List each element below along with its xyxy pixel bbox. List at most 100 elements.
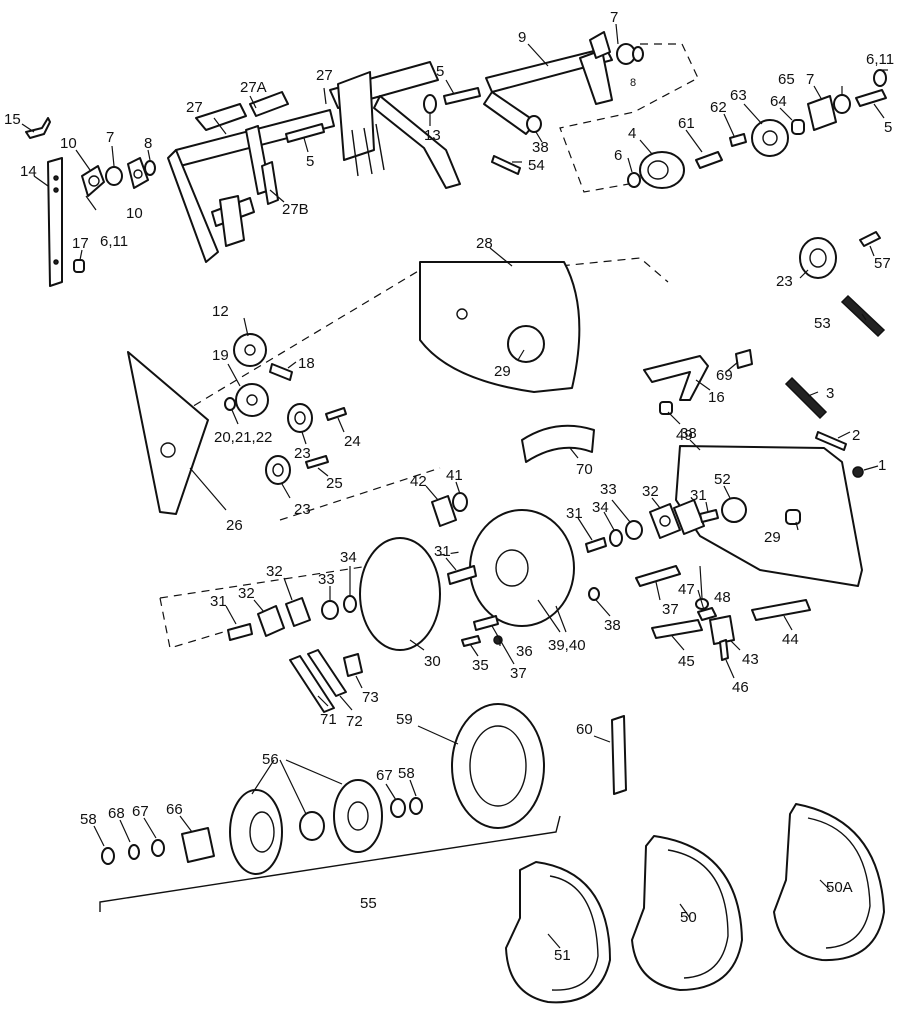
callout-38: 38 <box>604 617 621 634</box>
key-62 <box>729 133 747 147</box>
bearing-7a <box>105 166 123 186</box>
callout-32: 32 <box>642 483 659 500</box>
callout-19: 19 <box>212 347 229 364</box>
assembly-outline-middle <box>169 257 669 521</box>
bearing-flange-32a <box>649 503 681 539</box>
callout-57: 57 <box>874 255 891 272</box>
callout-9: 9 <box>518 29 526 46</box>
assembly-outline-top <box>559 43 699 193</box>
spring-54 <box>491 155 521 175</box>
callout-2: 2 <box>852 427 860 444</box>
callout-34: 34 <box>340 549 357 566</box>
pin-37a <box>473 615 499 631</box>
sprocket-19 <box>235 383 269 417</box>
callout-63: 63 <box>730 87 747 104</box>
callout-14: 14 <box>20 163 37 180</box>
frame-27-right <box>329 61 461 189</box>
pin-5b <box>443 87 481 105</box>
callout-36: 36 <box>516 643 533 660</box>
bushing-38b <box>659 401 673 415</box>
bolt-57 <box>859 231 881 247</box>
bushing-41 <box>452 492 468 512</box>
collar-8b <box>632 46 644 62</box>
bolt-24 <box>325 407 347 421</box>
callout-55: 55 <box>360 895 377 912</box>
scraper-51 <box>505 861 611 1004</box>
shield-70 <box>521 424 595 463</box>
clip-15 <box>25 117 51 139</box>
washer-38c <box>588 587 600 601</box>
spacer-64 <box>791 119 805 135</box>
pin-37b <box>635 565 681 587</box>
pin-5c <box>855 89 887 107</box>
collar-8a <box>144 160 156 176</box>
bearing-flange-32c <box>257 605 285 637</box>
callout-46: 46 <box>732 679 749 696</box>
bushing-66 <box>181 827 215 863</box>
callout-20-21-22: 20,21,22 <box>214 429 272 446</box>
callout-45: 45 <box>678 653 695 670</box>
plate-26 <box>127 351 209 515</box>
callout-67: 67 <box>376 767 393 784</box>
washer-58b <box>101 847 115 865</box>
callout-10: 10 <box>126 205 143 222</box>
bearing-67a <box>390 798 406 818</box>
hub-56 <box>299 811 325 841</box>
frame-27 <box>167 91 335 263</box>
callout-38: 38 <box>532 139 549 156</box>
callout-31: 31 <box>566 505 583 522</box>
callout-32: 32 <box>238 585 255 602</box>
callout-48: 48 <box>714 589 731 606</box>
callout-62: 62 <box>710 99 727 116</box>
spring-43 <box>709 615 735 645</box>
bracket-16 <box>643 355 709 401</box>
callout-26: 26 <box>226 517 243 534</box>
plate-44 <box>751 599 811 621</box>
assembly-bracket-55 <box>99 815 561 912</box>
callout-16: 16 <box>708 389 725 406</box>
callout-5: 5 <box>884 119 892 136</box>
callout-69: 69 <box>716 367 733 384</box>
bearing-flange-10a <box>81 165 105 197</box>
callout-64: 64 <box>770 93 787 110</box>
callout-58: 58 <box>80 811 97 828</box>
callout-31: 31 <box>434 543 451 560</box>
shaft-31b <box>585 537 607 553</box>
bearing-flange-32d <box>285 597 311 627</box>
callout-7: 7 <box>806 71 814 88</box>
hub-4 <box>639 151 685 189</box>
callout-70: 70 <box>576 461 593 478</box>
callout-56: 56 <box>262 751 279 768</box>
callout-53: 53 <box>814 315 831 332</box>
callout-29: 29 <box>494 363 511 380</box>
callout-58: 58 <box>398 765 415 782</box>
callout-35: 35 <box>472 657 489 674</box>
callout-60: 60 <box>576 721 593 738</box>
bushing-38a <box>526 115 542 133</box>
callout-67: 67 <box>132 803 149 820</box>
shank-bracket-14 <box>47 157 63 287</box>
bearing-33b <box>321 600 339 620</box>
callout-34: 34 <box>592 499 609 516</box>
wheel-half-56b <box>333 779 383 853</box>
callout-68: 68 <box>108 805 125 822</box>
spring-61 <box>695 151 723 169</box>
callout-6-11: 6,11 <box>100 233 128 250</box>
nut-1 <box>852 466 864 478</box>
collar-34b <box>343 595 357 613</box>
shaft-31d <box>227 623 253 641</box>
callout-66: 66 <box>166 801 183 818</box>
strap-71 <box>289 655 335 713</box>
bearing-flange-10b <box>127 157 149 189</box>
callout-1: 1 <box>878 457 886 474</box>
callout-5: 5 <box>436 63 444 80</box>
bearing-flange-42 <box>431 495 457 527</box>
pin-5a <box>285 123 325 143</box>
cover-28 <box>419 261 581 393</box>
wheel-half-56a <box>229 789 283 875</box>
bearing-7c <box>833 94 851 114</box>
callout-5: 5 <box>306 153 314 170</box>
sprocket-12 <box>233 333 267 367</box>
callout-7: 7 <box>610 9 618 26</box>
